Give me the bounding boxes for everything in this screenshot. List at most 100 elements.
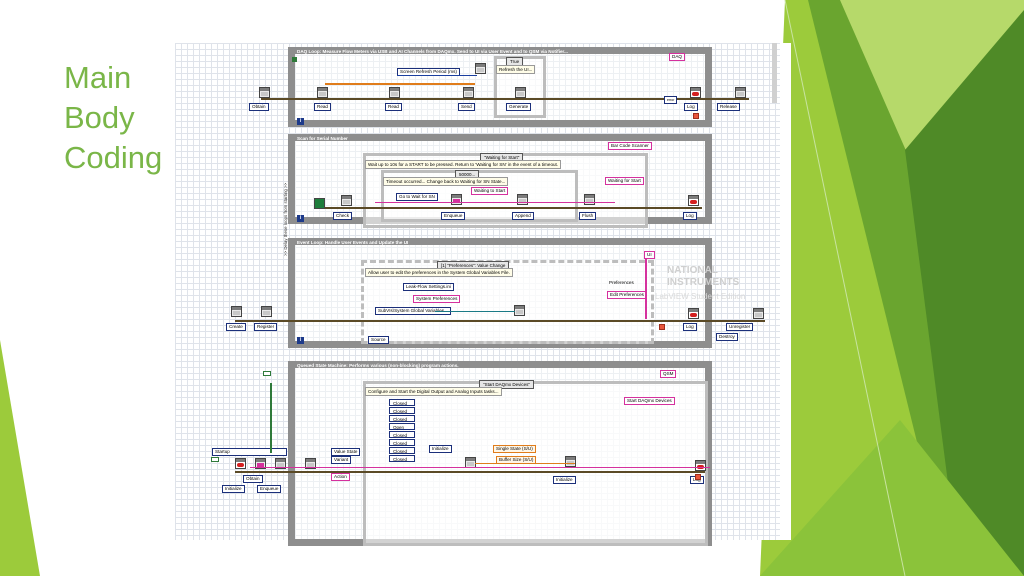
generate-label: Generate — [506, 103, 532, 111]
unregister-vi — [753, 308, 764, 319]
read-label-1: Read — [314, 103, 331, 111]
log-vi-loop3 — [688, 308, 699, 319]
path-wire-loop3 — [435, 311, 515, 312]
diagram-scrollbar[interactable] — [772, 43, 777, 103]
slide-title-line-3: Coding — [64, 140, 163, 175]
true-constant — [211, 457, 219, 462]
qsm-case-structure — [363, 381, 708, 546]
enqueue-vi-loop2 — [451, 194, 462, 205]
state-array: Closed Closed Closed Open Closed Closed … — [387, 399, 419, 469]
loop-input-terminal — [292, 57, 297, 62]
obtain-vi-loop4 — [235, 458, 246, 469]
initialize-inner-label: Initialize — [429, 445, 452, 453]
qsm-label: QSM — [660, 370, 677, 378]
ui-label: UI — [644, 251, 655, 259]
register-label: Register — [254, 323, 278, 331]
message-wire-loop2 — [375, 202, 615, 203]
serial-loop-header: Scan for Serial Number — [297, 136, 348, 141]
startup-label: Startup — [212, 448, 287, 456]
loop-delay-constant — [263, 371, 271, 376]
send-label: Send — [458, 103, 475, 111]
read-label-2: Read — [385, 103, 402, 111]
read-vi-2 — [389, 87, 400, 98]
stop-button-loop3[interactable] — [659, 324, 665, 330]
edit-preferences-label: Edit Preferences — [607, 291, 647, 299]
state-item-1: Closed — [389, 399, 415, 406]
obtain-label-loop1: Obtain — [249, 103, 269, 111]
stop-button-loop4[interactable] — [695, 474, 701, 480]
append-vi — [517, 194, 528, 205]
daq-label: DAQ — [669, 53, 685, 61]
register-vi — [261, 306, 272, 317]
waiting-case-description: Wait up to 10s for a START to be pressed… — [365, 160, 562, 169]
go-to-wait-label: Go to Wait for SN — [396, 193, 438, 201]
green-corner-left — [0, 340, 40, 576]
state-item-8: Closed — [389, 455, 415, 462]
state-item-7: Closed — [389, 447, 415, 454]
event-case-description: Allow user to edit the preferences in th… — [365, 268, 513, 277]
action-label: Action — [331, 473, 350, 481]
unregister-label: Unregister — [726, 323, 754, 331]
preferences-terminal: Preferences — [609, 280, 634, 285]
enqueue-label-loop4: Enqueue — [257, 485, 282, 493]
unbundle-vi — [305, 458, 316, 469]
daqmx-task-vi — [565, 456, 576, 467]
event-loop-header: Event Loop: Handle User Events and Updat… — [297, 240, 409, 245]
single-state-label: Single State (S/U) — [493, 445, 536, 453]
iteration-terminal-loop3: i — [297, 337, 304, 344]
enqueue-vi-loop4 — [255, 458, 266, 469]
daqmx-wire-loop4 — [475, 463, 575, 464]
loop-control-wire — [270, 383, 272, 453]
value-state-label: Value State — [331, 448, 361, 456]
log-vi-loop2 — [688, 195, 699, 206]
ni-watermark-line1: NATIONAL — [667, 265, 718, 276]
slide-title: Main Body Coding — [64, 58, 174, 178]
system-preferences-label: System Preferences — [413, 295, 461, 303]
qsm-case-description: Configure and Start the Digital Output a… — [365, 387, 502, 396]
state-item-6: Closed — [389, 439, 415, 446]
source-label: Source — [368, 336, 389, 344]
green-panel-dark — [905, 10, 1024, 576]
release-label: Release — [717, 103, 740, 111]
obtain-label-loop4: Obtain — [243, 475, 263, 483]
serial-start-vi — [314, 198, 325, 209]
refresh-wire-loop1 — [397, 75, 477, 76]
queue-wire-loop4 — [250, 467, 710, 468]
ui-wire-loop3 — [645, 259, 647, 319]
initialize-label-loop4-b: Initialize — [553, 476, 576, 484]
slide-title-line-1: Main — [64, 60, 132, 95]
start-daqmx-label: Start DAQmx Devices — [624, 397, 675, 405]
log-label-loop1: Log — [684, 103, 698, 111]
state-item-5: Closed — [389, 431, 415, 438]
qsm-case-selector[interactable]: "Start DAQmx Devices" — [479, 380, 534, 389]
slide-title-line-2: Body — [64, 100, 135, 135]
flush-vi — [584, 194, 595, 205]
daq-loop-header: DAQ Loop: Measure Flow Meters via USB an… — [297, 49, 568, 54]
generate-vi — [515, 87, 526, 98]
state-item-3: Closed — [389, 415, 415, 422]
leak-flow-settings: Leak-Flow Settings.ini — [403, 283, 454, 291]
ni-watermark-line3: LabVIEW Student Edition — [655, 292, 746, 301]
diagram-right-margin — [777, 43, 791, 540]
obtain-vi — [259, 87, 270, 98]
edit-vi — [514, 305, 525, 316]
green-panel-bottom — [760, 420, 1024, 576]
labview-block-diagram: DAQ Loop: Measure Flow Meters via USB an… — [175, 43, 780, 546]
state-item-4: Open — [389, 423, 415, 430]
qsm-loop-header: Queued State Machine: Performs various (… — [297, 363, 459, 368]
error-wire-loop2 — [325, 207, 702, 209]
iteration-terminal: i — [297, 118, 304, 125]
refresh-case-description: Refresh the UI... — [496, 65, 536, 74]
stop-button-loop1[interactable] — [693, 113, 699, 119]
data-wire-loop1 — [325, 83, 475, 85]
log-label-loop2: Log — [683, 212, 697, 220]
send-vi — [463, 87, 474, 98]
ni-watermark-line2: INSTRUMENTS — [667, 277, 740, 288]
enqueue-label-loop2: Enqueue — [441, 212, 466, 220]
error-wire-loop1 — [261, 98, 749, 100]
append-label: Append — [512, 212, 534, 220]
state-item-2: Closed — [389, 407, 415, 414]
log-vi-loop4 — [695, 460, 706, 471]
log-vi — [690, 87, 701, 98]
destroy-label: Destroy — [716, 333, 738, 341]
